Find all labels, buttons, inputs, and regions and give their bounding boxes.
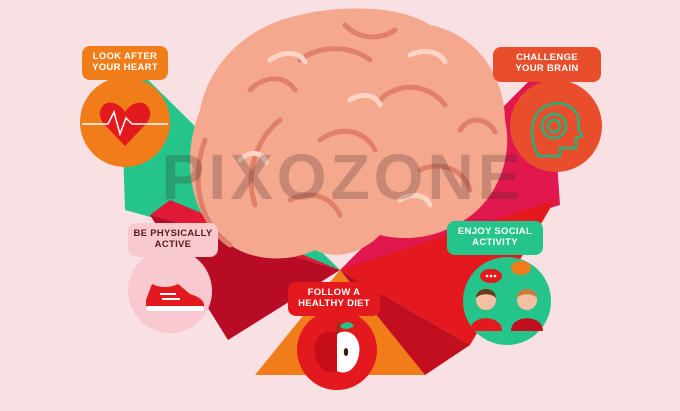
brain-maze-icon xyxy=(531,102,584,158)
label-active-text: BE PHYSICALLY ACTIVE xyxy=(133,228,213,250)
brain-maze-circle xyxy=(510,80,602,172)
label-be-physically-active: BE PHYSICALLY ACTIVE xyxy=(128,223,218,257)
watermark: PIXOZONE xyxy=(161,141,525,213)
label-enjoy-social-activity: ENJOY SOCIAL ACTIVITY xyxy=(447,221,543,255)
label-challenge-your-brain: CHALLENGE YOUR BRAIN xyxy=(493,47,601,82)
label-social-text: ENJOY SOCIAL ACTIVITY xyxy=(457,226,533,248)
sneaker-icon xyxy=(146,284,204,311)
label-heart-text: LOOK AFTER YOUR HEART xyxy=(92,51,158,73)
heart-icon xyxy=(82,102,168,146)
label-follow-a-healthy-diet: FOLLOW A HEALTHY DIET xyxy=(288,282,380,316)
people-chat-icon xyxy=(470,261,543,331)
label-brain-text: CHALLENGE YOUR BRAIN xyxy=(515,52,579,74)
brain-illustration xyxy=(190,8,508,259)
apple-icon xyxy=(314,321,360,373)
label-diet-text: FOLLOW A HEALTHY DIET xyxy=(298,287,370,309)
label-look-after-your-heart: LOOK AFTER YOUR HEART xyxy=(82,46,168,80)
